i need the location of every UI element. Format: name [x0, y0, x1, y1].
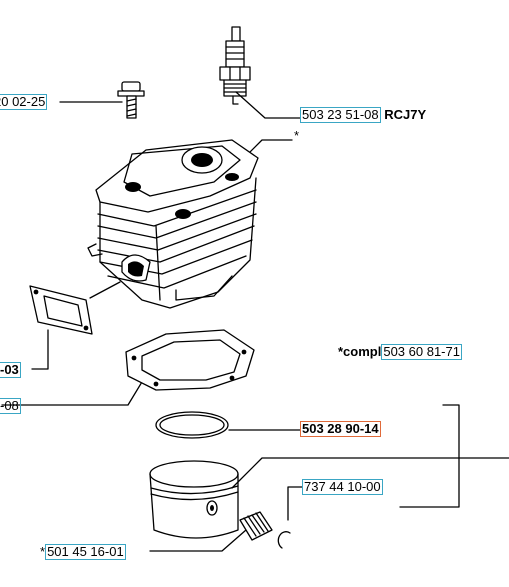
bearing-prefix: * [40, 544, 46, 559]
piston-ring [155, 411, 229, 439]
circlip-callout: 737 44 10-00 [302, 479, 383, 495]
screw [117, 81, 145, 119]
gasket-b-part-number[interactable]: -08 [0, 398, 21, 414]
spark-plug-callout: 503 23 51-08 RCJ7Y [300, 107, 427, 123]
gasket-a-part-number[interactable]: -03 [0, 362, 21, 378]
base-gasket [125, 329, 255, 391]
needle-bearing [239, 511, 273, 541]
cylinder [87, 139, 259, 309]
piston [149, 460, 239, 539]
spark-plug-part-number[interactable]: 503 23 51-08 [300, 107, 381, 123]
circlip [277, 531, 291, 549]
circlip-part-number[interactable]: 737 44 10-00 [302, 479, 383, 495]
asterisk-marker: * [294, 128, 300, 143]
cylinder-asterisk: * [294, 129, 299, 143]
ring-part-number[interactable]: 503 28 90-14 [300, 421, 381, 437]
bearing-callout: *501 45 16-01 [40, 544, 126, 560]
complete-set-prefix: *compl [338, 344, 382, 359]
complete-set-part-number[interactable]: 503 60 81-71 [381, 344, 462, 360]
spark-plug [219, 26, 251, 105]
ring-callout: 503 28 90-14 [300, 421, 381, 437]
bearing-part-number[interactable]: 501 45 16-01 [45, 544, 126, 560]
screw-callout: 20 02-25 [0, 94, 48, 110]
intake-gasket [29, 285, 93, 335]
spark-plug-type: RCJ7Y [384, 107, 427, 122]
gasket-a-callout: -03 [0, 362, 21, 378]
screw-part-number[interactable]: 20 02-25 [0, 94, 48, 110]
gasket-b-callout: -08 [0, 398, 21, 414]
